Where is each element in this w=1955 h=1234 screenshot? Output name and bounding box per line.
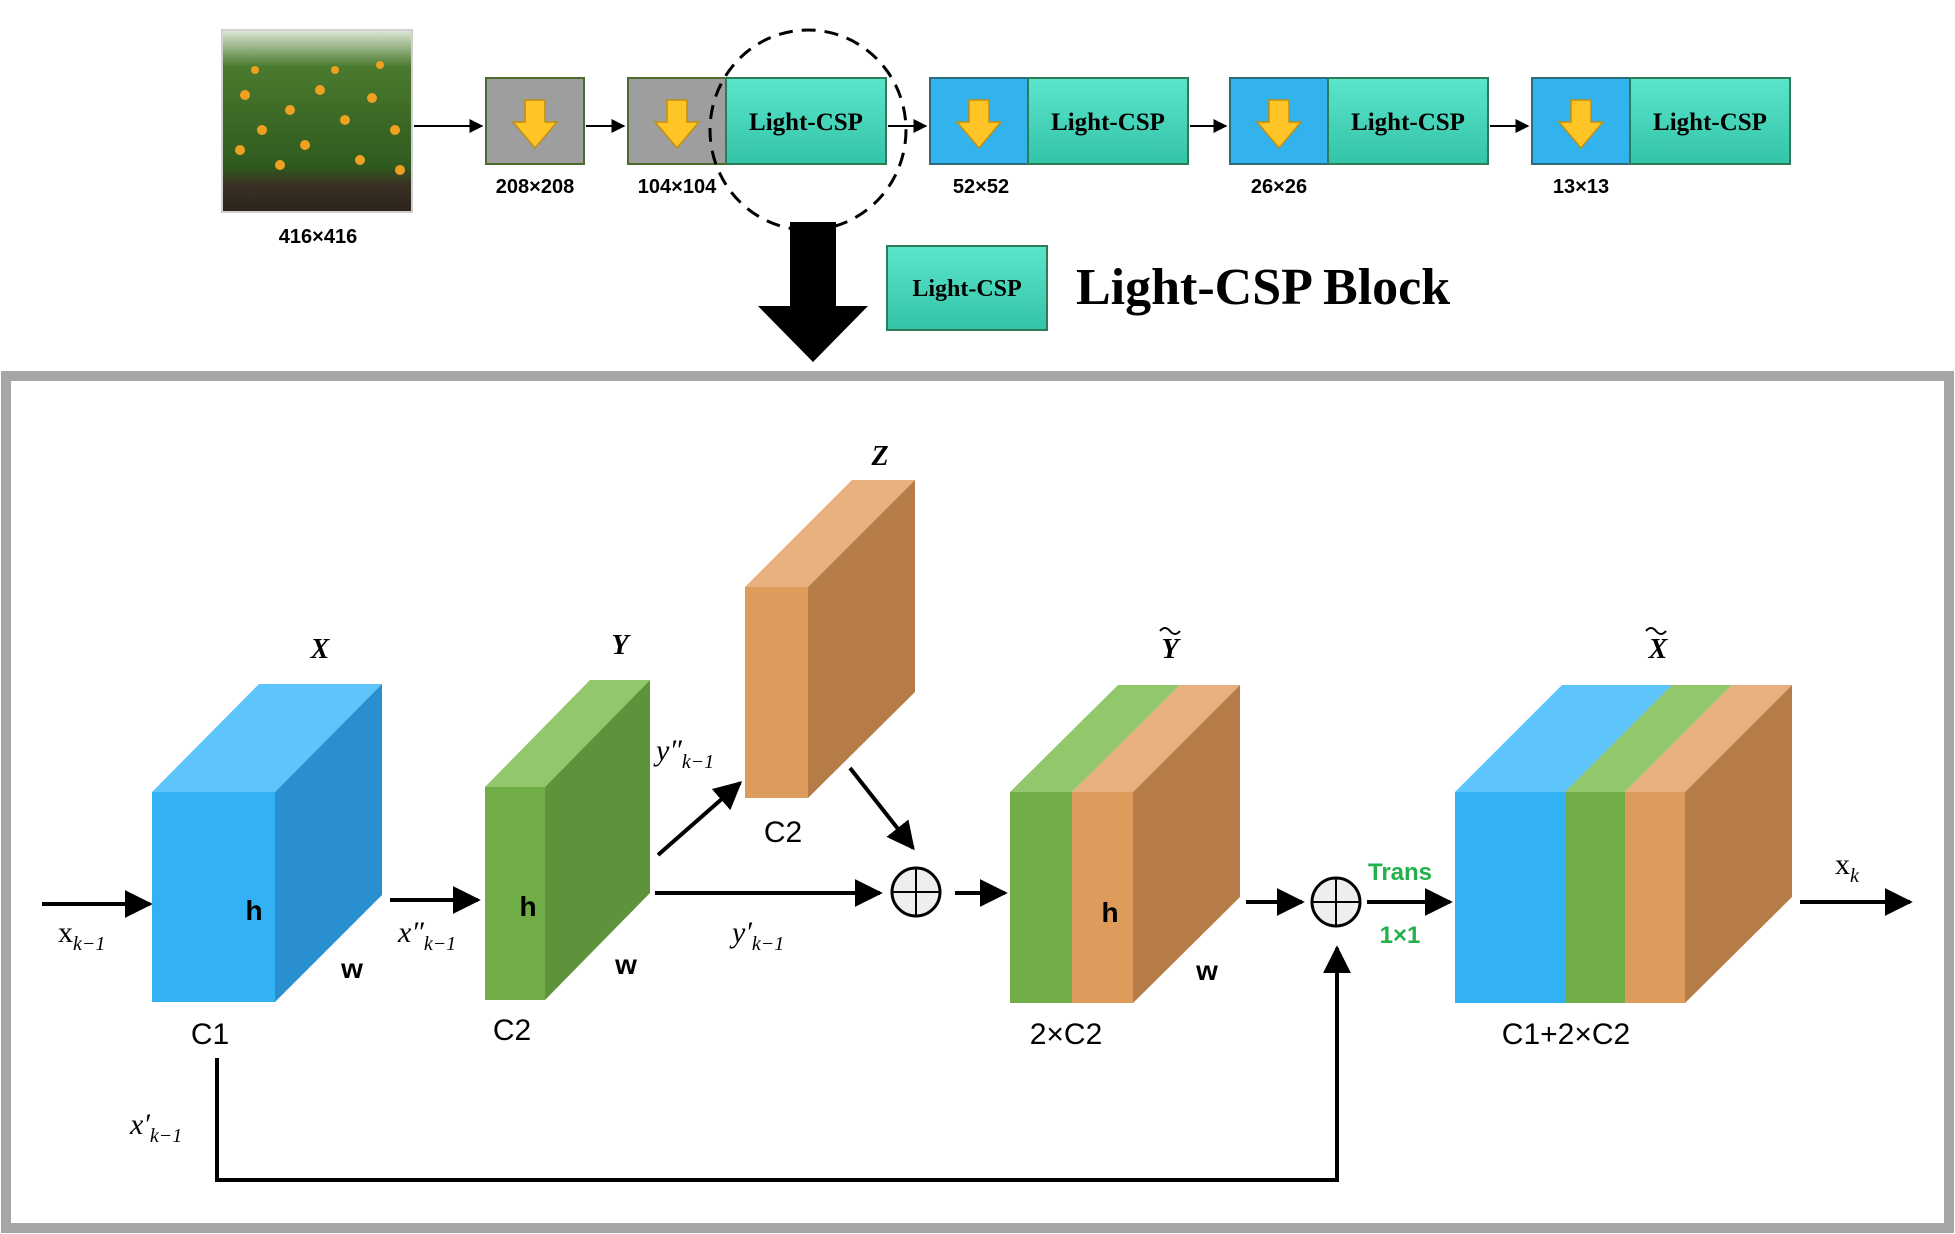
stage-4: Light-CSP 26×26 <box>1229 77 1489 198</box>
big-down-arrow-icon <box>758 222 868 362</box>
tensor-ytilde-channels: 2×C2 <box>1030 1018 1103 1051</box>
down-arrow-icon <box>1255 99 1303 150</box>
tensor-z-title: Z <box>870 441 888 472</box>
input-image: 416×416 <box>221 29 413 248</box>
light-csp-label: Light-CSP <box>1653 109 1767 136</box>
tilde-mark <box>1159 627 1181 635</box>
flow-arrows <box>42 766 1913 1182</box>
tensor-x-channels: C1 <box>191 1018 229 1051</box>
down-arrow-icon <box>511 99 559 150</box>
stage-size-label: 208×208 <box>496 176 574 198</box>
stage-3: Light-CSP 52×52 <box>929 77 1189 198</box>
tensor-xtilde-channels: C1+2×C2 <box>1502 1018 1630 1051</box>
stage-1: 208×208 <box>485 77 585 198</box>
tensor-y-cube: Y h w C2 <box>485 630 650 1047</box>
tilde-mark <box>1645 627 1667 635</box>
tensor-ytilde-title: Y <box>1161 634 1181 665</box>
legend: Light-CSP Light-CSP Block <box>886 245 1450 331</box>
stage-2: Light-CSP 104×104 <box>627 77 887 198</box>
tensor-ytilde-height: h <box>1101 897 1118 928</box>
tensor-ytilde-cube: Y h w 2×C2 <box>1010 627 1240 1051</box>
tensor-x-width: w <box>340 953 363 984</box>
tensor-x-cube: X h w C1 <box>152 634 382 1051</box>
stage-size-label: 104×104 <box>638 176 717 198</box>
light-csp-box <box>1027 77 1189 165</box>
tensor-z-channels: C2 <box>764 816 802 849</box>
down-arrow-icon <box>653 99 701 150</box>
tensor-xtilde-title: X <box>1648 634 1669 665</box>
light-csp-label: Light-CSP <box>749 109 863 136</box>
light-csp-label: Light-CSP <box>1351 109 1465 136</box>
stage-size-label: 26×26 <box>1251 176 1307 198</box>
tensor-y-channels: C2 <box>493 1014 531 1047</box>
input-x-label: xk−1 <box>58 916 105 955</box>
light-csp-box <box>1327 77 1489 165</box>
down-arrow-icon <box>955 99 1003 150</box>
light-csp-box <box>1629 77 1791 165</box>
plus-circle-icon <box>1310 876 1362 928</box>
legend-light-csp-box <box>886 245 1048 331</box>
down-arrow-icon <box>1557 99 1605 150</box>
light-csp-box <box>725 77 887 165</box>
stage-size-label: 52×52 <box>953 176 1009 198</box>
tensor-x-title: X <box>310 634 331 665</box>
light-csp-block-diagram: X h w C1 Y h w C2 Z C2 <box>42 441 1913 1182</box>
y-prime-label: y′k−1 <box>729 916 784 955</box>
trans-kernel-label: 1×1 <box>1380 922 1421 949</box>
legend-box-label: Light-CSP <box>912 276 1021 302</box>
input-size-label: 416×416 <box>279 226 357 248</box>
tensor-y-height: h <box>519 891 536 922</box>
highlight-circle <box>708 28 908 232</box>
tensor-ytilde-width: w <box>1195 955 1218 986</box>
x-prime-label: x′k−1 <box>129 1108 182 1147</box>
stage-size-label: 13×13 <box>1553 176 1609 198</box>
legend-title: Light-CSP Block <box>1076 259 1450 316</box>
x-double-prime-label: x″k−1 <box>397 916 456 955</box>
orange-fruit-dots <box>235 61 405 175</box>
tensor-y-width: w <box>614 949 637 980</box>
y-double-prime-label: y″k−1 <box>653 734 714 773</box>
tensor-xtilde-cube: X C1+2×C2 <box>1455 627 1792 1051</box>
light-csp-label: Light-CSP <box>1051 109 1165 136</box>
tensor-y-title: Y <box>611 630 631 661</box>
output-x-label: xk <box>1835 848 1860 887</box>
stage-5: Light-CSP 13×13 <box>1531 77 1791 198</box>
tensor-z-cube: Z C2 <box>745 441 915 849</box>
trans-label: Trans <box>1368 859 1432 886</box>
plus-circle-icon <box>890 866 942 918</box>
tensor-x-height: h <box>245 895 262 926</box>
backbone-pipeline: 416×416 208×208 Light-CSP 104×104 <box>221 28 1791 362</box>
flow-labels: xk−1 x″k−1 y″k−1 y′k−1 x′k−1 xk Trans 1×… <box>58 734 1860 1147</box>
